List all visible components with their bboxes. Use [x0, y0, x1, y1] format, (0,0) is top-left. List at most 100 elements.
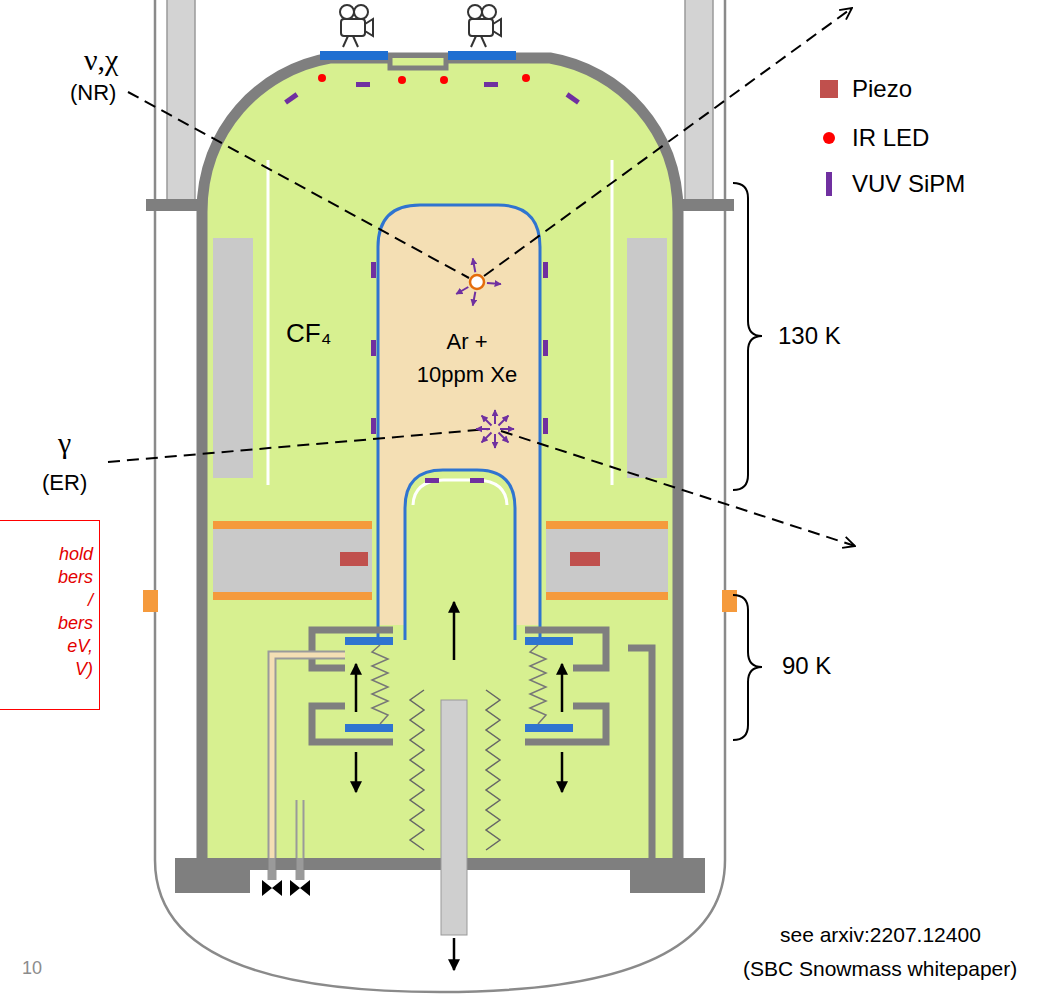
sipm-array-part [356, 82, 370, 87]
reference-note: see arxiv:2207.12400 [780, 922, 981, 947]
scintillation-event-part [494, 410, 496, 424]
bellows-assembly-part [272, 655, 345, 880]
particle-symbol: ν,χ [84, 42, 118, 78]
bellows-assembly-part [355, 664, 358, 712]
camera-icon-part [365, 19, 373, 36]
ir-led-array-part [398, 76, 406, 84]
camera-icon-part [468, 5, 482, 19]
outer-dewar [155, 0, 725, 992]
bellows-assembly-part [525, 637, 573, 645]
legend-text: IR LED [852, 124, 929, 153]
camera-icon [340, 5, 373, 47]
bellows-assembly-part [290, 880, 310, 896]
scintillation-event-part [482, 433, 492, 443]
pressure-vessel-part [213, 529, 372, 592]
bellows-assembly-part [561, 752, 564, 792]
coolant-region: CF₄ Ar + 10ppm Xe [202, 205, 678, 860]
camera-icon-part [469, 19, 493, 36]
temperature-bracket-part [733, 183, 762, 490]
vessel-wall-part [448, 51, 516, 60]
camera-icon-part [482, 5, 496, 19]
node-text: CF₄ [286, 318, 331, 348]
sipm-array-part [543, 418, 548, 434]
temperature-bracket-part [733, 595, 762, 740]
sipm-array-part [566, 92, 580, 104]
camera-icon-part [340, 5, 354, 19]
recoil-type: (ER) [42, 470, 87, 496]
bellows-assembly-part [372, 645, 388, 724]
sipm-array-part [284, 92, 298, 104]
outer-dewar-part [167, 0, 195, 202]
node-text: hold bers / bers eV, V) [53, 543, 93, 681]
bellows-assembly-part [525, 724, 573, 732]
ir-led-array-part [522, 74, 530, 82]
page-number: 10 [22, 958, 42, 980]
sipm-array-part [484, 82, 498, 87]
bubble-event [456, 258, 501, 305]
argon-jar-shape-part [405, 470, 515, 630]
camera-icon-part [343, 36, 358, 47]
vessel-wall-part [143, 590, 158, 612]
camera-icon-part [341, 19, 365, 36]
legend-symbols-part [823, 132, 835, 144]
particle-tracks-part [108, 429, 489, 462]
argon-jar-shape-part [405, 470, 515, 640]
bubble-event-part [473, 258, 476, 272]
scintillation-event-part [494, 434, 496, 448]
camera-icon [468, 5, 501, 47]
bellows-assembly-part [525, 630, 606, 742]
bubble-event-part [470, 275, 484, 289]
pressure-vessel-part [340, 552, 368, 566]
bellows-assembly [175, 602, 705, 970]
camera-icon-part [471, 36, 486, 47]
pressure-vessel-part [627, 238, 667, 478]
bellows-assembly-part [345, 637, 393, 645]
bellows-assembly-part [486, 690, 500, 850]
particle-tracks-part [484, 8, 852, 276]
bellows-assembly-part [561, 664, 564, 712]
temperature-label: 90 K [782, 652, 831, 681]
bellows-assembly-part [410, 690, 424, 850]
legend-text: VUV SiPM [852, 170, 965, 199]
vessel-wall-part [722, 590, 737, 612]
scintillation-event [476, 410, 514, 448]
particle-tracks-part [128, 92, 469, 278]
ir-led-array [318, 74, 530, 84]
bellows-assembly-part [355, 752, 358, 792]
camera-icon-part [493, 19, 501, 36]
sipm-array-part [371, 340, 376, 356]
pressure-vessel-part [213, 238, 253, 478]
scintillation-event-part [482, 416, 492, 426]
camera-icon-part [354, 5, 368, 19]
pressure-vessel-part [611, 160, 614, 485]
sipm-array-part [543, 340, 548, 356]
bellows-assembly-part [175, 858, 250, 893]
temperature-bracket [733, 183, 762, 740]
ir-led-array-part [318, 74, 326, 82]
vessel-wall-part [390, 58, 446, 68]
bubble-event-part [487, 283, 501, 284]
legend-symbols [823, 132, 835, 196]
vessel-wall [143, 51, 737, 862]
pressure-vessel-part [267, 160, 270, 485]
scintillation-event-part [500, 428, 514, 430]
pressure-vessel-part [213, 521, 372, 529]
sipm-array-part [425, 478, 439, 483]
bellows-assembly-part [272, 655, 345, 880]
reference-note: (SBC Snowmass whitepaper) [743, 956, 1017, 981]
argon-jar-shape [378, 205, 540, 640]
bellows-assembly-part [530, 645, 546, 724]
bellows-assembly-part [441, 700, 467, 935]
particle-symbol: γ [58, 425, 71, 461]
bellows-assembly-part [453, 602, 456, 660]
bellows-assembly-part [175, 858, 705, 870]
argon-jar: Ar + 10ppm Xe [378, 205, 540, 505]
bellows-assembly-part [262, 880, 282, 896]
argon-jar-shape-part [378, 205, 540, 640]
bellows-assembly-part [272, 858, 300, 880]
sipm-array-part [543, 262, 548, 278]
ir-led-array-part [440, 76, 448, 84]
pressure-vessel-part [546, 592, 668, 600]
bellows-assembly-part [453, 938, 456, 970]
